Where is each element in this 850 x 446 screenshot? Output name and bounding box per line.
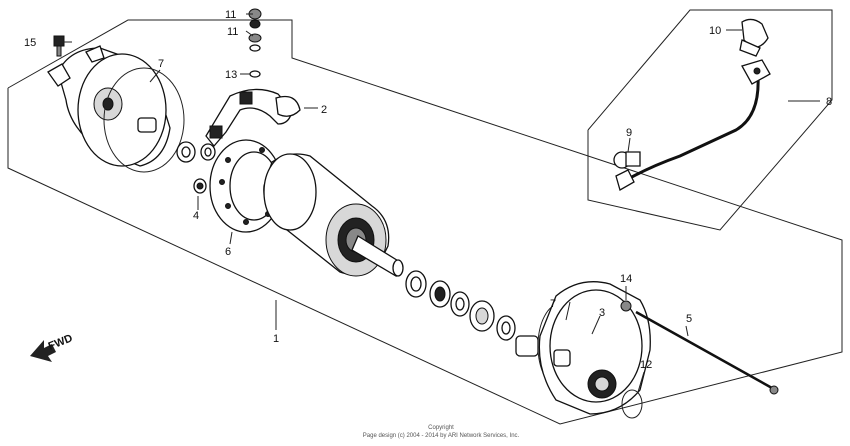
callout-6: 6 xyxy=(225,246,231,258)
bolt xyxy=(53,35,65,57)
armature-shaft xyxy=(351,235,404,277)
callout-4: 4 xyxy=(193,210,199,222)
bearing-holder xyxy=(469,300,495,332)
callout-14: 14 xyxy=(620,273,632,285)
callout-15: 15 xyxy=(24,37,36,49)
bushing xyxy=(496,315,539,357)
front-washers xyxy=(405,270,470,317)
callouts: 1 2 3 4 5 6 7 7 8 9 10 11 11 12 13 14 15 xyxy=(24,9,832,371)
callout-9: 9 xyxy=(626,127,632,139)
fwd-label: FWD xyxy=(47,332,75,353)
copyright-notice: Copyright Page design (c) 2004 - 2014 by… xyxy=(363,425,520,439)
callout-2: 2 xyxy=(321,104,327,116)
callout-3: 3 xyxy=(599,307,605,319)
through-bolt xyxy=(635,310,779,395)
callout-11-top: 11 xyxy=(225,9,236,21)
starter-cable xyxy=(615,59,771,191)
copyright-line-2: Page design (c) 2004 - 2014 by ARI Netwo… xyxy=(363,433,520,439)
leader-lines xyxy=(56,13,820,393)
callout-5: 5 xyxy=(686,313,692,325)
callout-8: 8 xyxy=(826,96,832,108)
callout-7-left: 7 xyxy=(158,58,164,70)
callout-7-right: 7 xyxy=(550,298,556,310)
o-ring-left xyxy=(103,67,185,173)
starter-assembly-outline xyxy=(7,19,843,425)
callout-1: 1 xyxy=(273,333,279,345)
terminal-boot xyxy=(739,18,769,57)
cable-cap xyxy=(613,151,641,169)
brush-holder xyxy=(205,88,301,148)
callout-13: 13 xyxy=(225,69,237,81)
small-washer xyxy=(620,300,632,312)
terminal-nuts xyxy=(248,8,262,78)
rear-washers xyxy=(176,141,216,163)
rear-cover xyxy=(47,45,171,167)
terminal-nut xyxy=(193,178,207,194)
copyright-line-1: Copyright xyxy=(428,425,454,431)
callout-12: 12 xyxy=(640,359,652,371)
front-cover xyxy=(538,281,651,415)
fwd-arrow: FWD xyxy=(30,332,74,362)
callout-10: 10 xyxy=(709,25,721,37)
o-ring-small xyxy=(621,389,643,419)
cable-assembly-outline xyxy=(587,9,833,231)
callout-11-second: 11 xyxy=(227,26,238,38)
